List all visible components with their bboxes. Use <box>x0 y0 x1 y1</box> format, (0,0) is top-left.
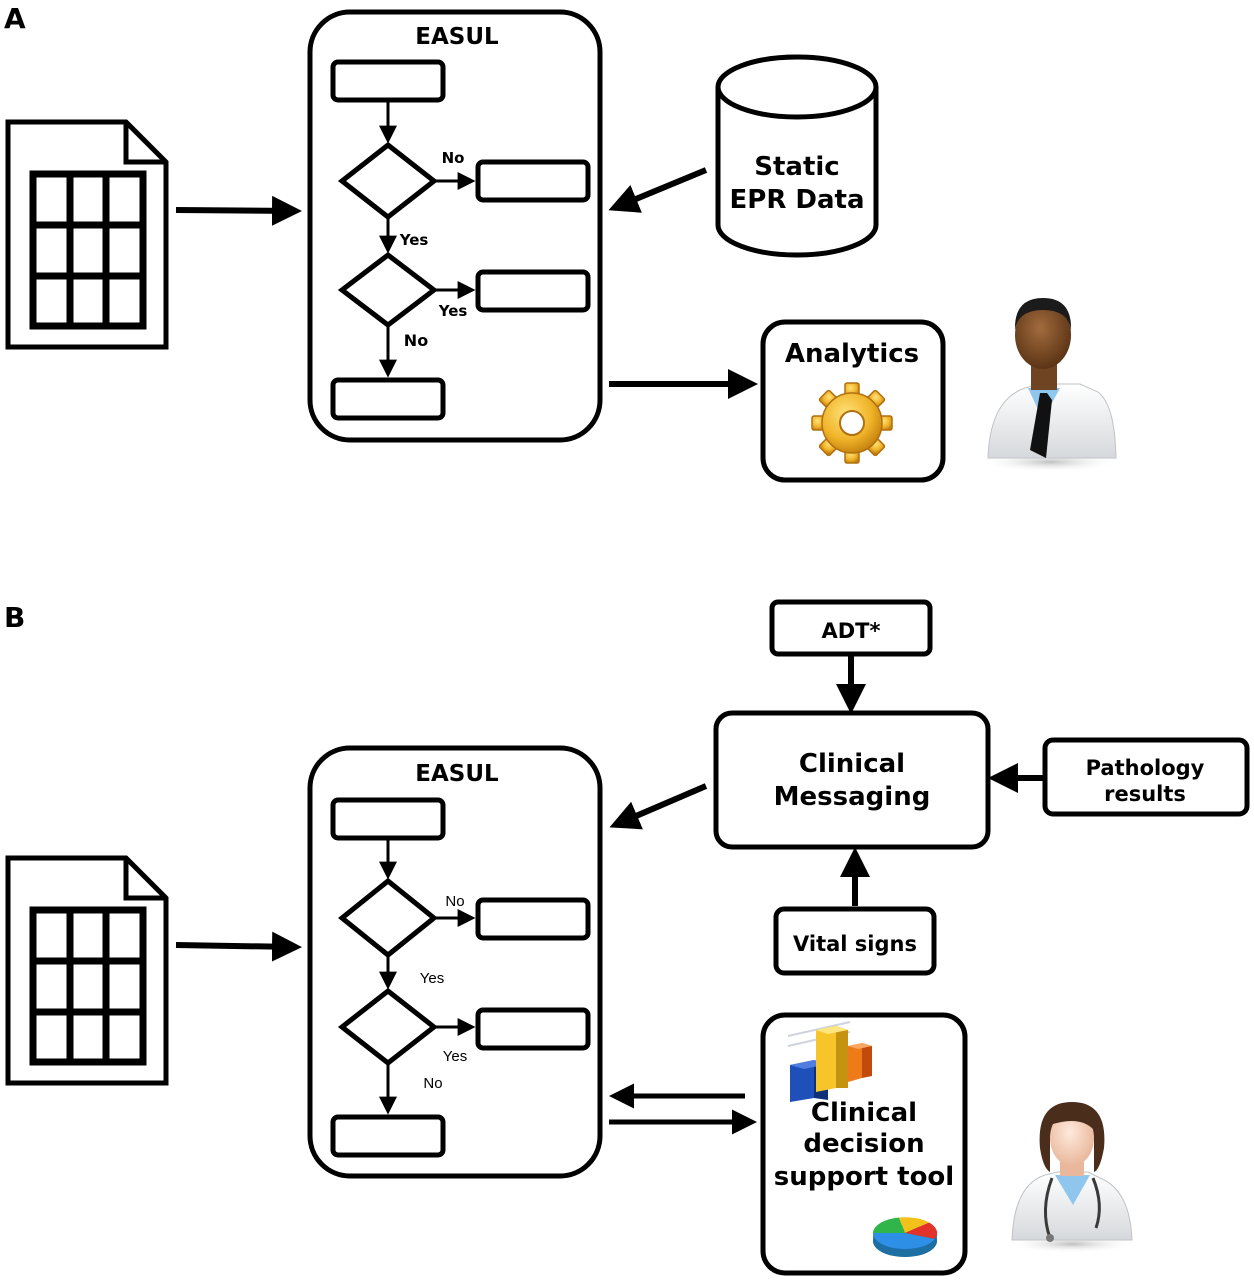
flow-label-no: No <box>445 893 464 910</box>
female-doctor-icon <box>1007 1102 1137 1253</box>
flow-label-yes: Yes <box>399 231 429 249</box>
epr-label-line2: EPR Data <box>730 185 865 215</box>
flow-label-no: No <box>442 149 465 167</box>
flow-label-yes: Yes <box>438 302 468 320</box>
flow-label-no: No <box>404 331 428 350</box>
panel-a-label: A <box>4 2 26 35</box>
vital-signs-label: Vital signs <box>793 932 917 956</box>
cdst-line2: decision <box>803 1129 924 1159</box>
database-cylinder-icon: Static EPR Data <box>715 54 879 258</box>
easul-box-a: EASUL No Yes Yes No <box>307 9 603 443</box>
pie-chart-3d-icon <box>872 1217 938 1257</box>
analytics-title: Analytics <box>785 339 919 369</box>
cdst-box: Clinical decision support tool <box>760 1012 968 1276</box>
vital-signs-box: Vital signs <box>773 906 937 976</box>
easul-box-b: EASUL No Yes Yes No <box>307 745 603 1179</box>
bar-chart-3d-icon <box>787 1021 872 1102</box>
gear-icon <box>811 382 893 464</box>
flow-label-yes: Yes <box>443 1048 467 1065</box>
arrow-doc-to-easul-b <box>175 931 302 962</box>
cdst-line3: support tool <box>774 1162 954 1192</box>
easul-title-b: EASUL <box>415 761 499 787</box>
spreadsheet-document-icon <box>5 119 169 350</box>
epr-label-line1: Static <box>754 152 839 182</box>
pathology-line2: results <box>1104 782 1186 806</box>
cdst-line1: Clinical <box>811 1098 917 1128</box>
spreadsheet-document-icon <box>5 855 169 1086</box>
pathology-results-box: Pathology results <box>1042 737 1250 817</box>
panel-b-label: B <box>4 601 25 634</box>
male-doctor-icon <box>980 298 1120 472</box>
flow-label-yes: Yes <box>420 970 444 987</box>
adt-label: ADT* <box>822 619 881 643</box>
clinical-messaging-line1: Clinical <box>799 749 905 779</box>
arrow-messaging-to-easul <box>609 783 708 830</box>
pathology-line1: Pathology <box>1086 756 1205 780</box>
easul-title-a: EASUL <box>415 24 499 50</box>
arrow-epr-to-easul <box>608 167 708 213</box>
clinical-messaging-box: Clinical Messaging <box>713 710 991 850</box>
clinical-messaging-line2: Messaging <box>774 782 931 812</box>
arrow-doc-to-easul-a <box>175 195 302 226</box>
analytics-box: Analytics <box>760 319 946 483</box>
flow-label-no: No <box>423 1075 442 1092</box>
adt-box: ADT* <box>769 599 933 657</box>
